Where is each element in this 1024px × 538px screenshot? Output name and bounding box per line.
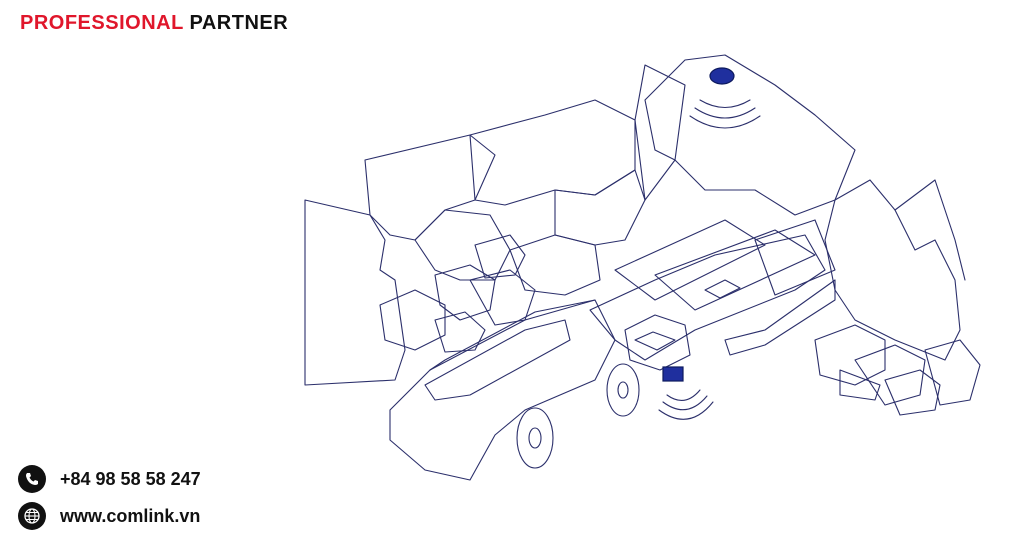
wheel-front-hub [528,427,542,449]
website-url: www.comlink.vn [60,505,201,526]
rock-panel-2 [509,234,601,296]
boulder-3 [469,269,536,326]
ceiling-signal-3 [689,115,761,129]
brand-secondary: PARTNER [189,12,289,34]
vehicle-bucket-top [429,299,596,371]
brand-title: PROFESSIONAL PARTNER [20,12,288,35]
ceiling-sensor [709,67,735,85]
brand-primary: PROFESSIONAL [20,12,184,34]
rock-wall-back2 [469,99,636,206]
vehicle-boom [424,319,571,401]
vehicle-signal-2 [662,395,708,411]
rock-panel-1 [414,209,511,281]
boulder-r5 [839,369,881,401]
vehicle-signal-1 [666,389,701,401]
vehicle-chassis [589,234,826,361]
boulder-2 [434,264,496,321]
vehicle-grille [724,279,836,356]
vehicle-upper-box [614,219,766,301]
vehicle-bucket [389,299,616,481]
phone-icon [18,465,46,493]
wheel-rear [606,363,640,417]
ceiling-signal-1 [699,99,751,109]
vehicle-signal-3 [658,401,714,420]
phone-number: +84 98 58 58 247 [60,468,201,489]
rock-tall [634,64,686,201]
wheel-front [516,407,554,469]
contact-website[interactable]: www.comlink.vn [18,502,200,530]
wheel-rear-hub [617,381,629,399]
rock-wall-left [304,199,406,386]
vehicle-rear [754,219,836,296]
rock-wall-right [824,179,961,361]
globe-icon [18,502,46,530]
contact-phone[interactable]: +84 98 58 58 247 [18,465,201,493]
vehicle-hatch [704,279,741,299]
boulder-r1 [814,324,886,386]
mountain-peak [644,54,856,216]
boulder-r2 [854,344,926,406]
vehicle-sensor [662,366,684,382]
rock-panel-3 [554,169,646,246]
boulder-5 [474,234,526,279]
vehicle-mid-box [654,229,816,311]
vehicle-cab-window [634,331,676,351]
vehicle-cab [624,314,691,371]
mining-illustration [295,40,995,500]
ceiling-signal-2 [694,107,756,119]
rock-right-edge [894,179,966,281]
boulder-1 [379,289,446,351]
boulder-4 [434,311,486,353]
boulder-r4 [924,339,981,406]
